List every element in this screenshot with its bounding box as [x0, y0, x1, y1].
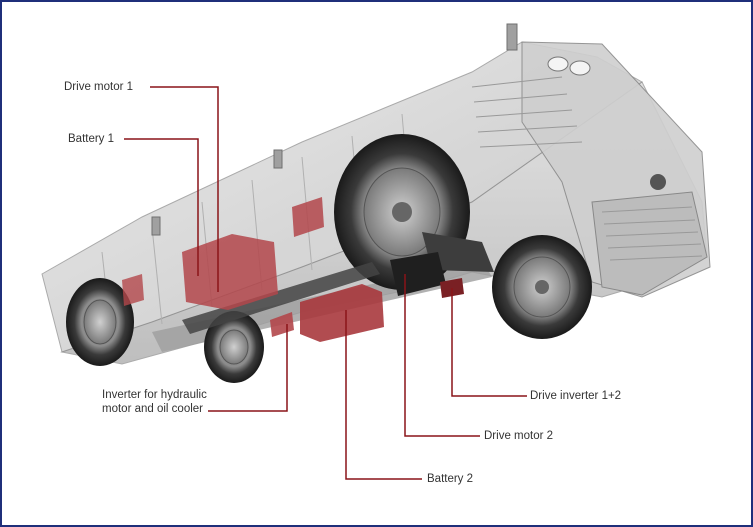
leader-drive-motor-1	[150, 86, 219, 292]
battery-2-component	[300, 284, 384, 342]
components	[122, 197, 464, 342]
label-drive-inverter: Drive inverter 1+2	[530, 390, 622, 402]
label-drive-motor-1: Drive motor 1	[64, 81, 134, 93]
inverter-hydraulic-component	[270, 312, 294, 337]
battery-1-component	[182, 234, 278, 310]
label-inverter-hydraulic: Inverter for hydraulic motor and oil coo…	[102, 389, 207, 415]
label-battery-1: Battery 1	[68, 133, 115, 145]
drive-motor-1-component	[292, 197, 324, 237]
label-drive-motor-2: Drive motor 2	[484, 430, 554, 442]
drive-motor-2-component	[390, 252, 446, 296]
label-battery-2: Battery 2	[427, 473, 474, 485]
leader-drive-motor-2	[404, 274, 480, 437]
leader-lines	[124, 86, 527, 480]
leader-inverter-hydraulic	[208, 324, 288, 412]
leader-battery-2	[345, 310, 422, 480]
leader-drive-inverter	[451, 288, 527, 397]
leader-battery-1	[124, 138, 199, 276]
